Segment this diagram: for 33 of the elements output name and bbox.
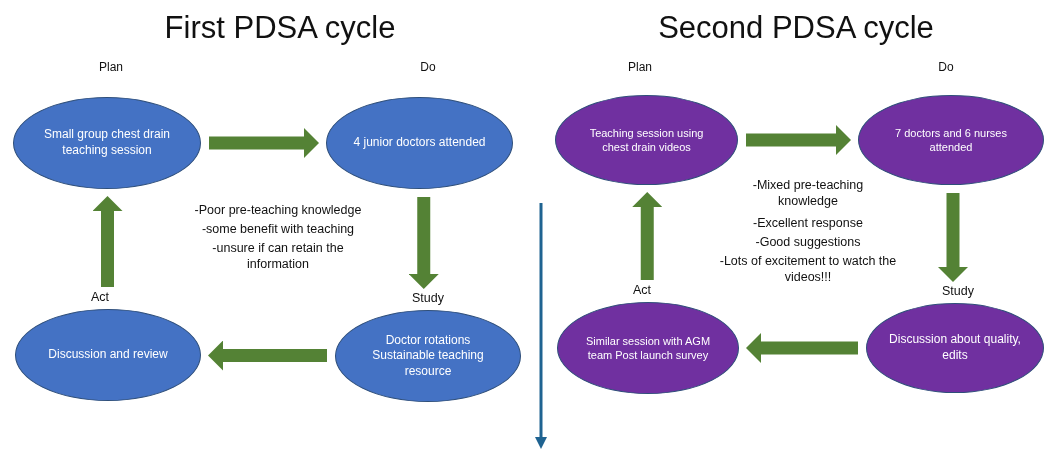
label-text: Act <box>89 289 111 306</box>
label-text: Do <box>937 60 955 76</box>
node-text: 7 doctors and 6 nurses attended <box>894 125 1008 155</box>
node-text: Teaching session using chest drain videos <box>588 125 705 155</box>
node-text: Discussion and review <box>48 347 168 363</box>
block-arrow <box>209 128 319 158</box>
label-text: -unsure if can retain the information <box>211 240 345 273</box>
label-text: Plan <box>627 60 653 76</box>
node-text: Similar session with AGM team Post launch survey <box>584 333 712 363</box>
label-text: -Excellent response <box>752 215 864 232</box>
label-text: -Good suggestions <box>754 234 862 251</box>
node-text: 4 junior doctors attended <box>353 135 486 151</box>
block-arrow <box>92 196 123 287</box>
label-text: Study <box>941 283 975 300</box>
block-arrow <box>208 340 327 371</box>
heading: Second PDSA cycle <box>657 9 935 47</box>
label-text: -some benefit with teaching <box>200 221 356 238</box>
label-text: Do <box>419 60 437 76</box>
label-text: Plan <box>98 60 124 76</box>
node-text: Doctor rotations Sustainable teaching resource <box>371 332 485 380</box>
block-arrow <box>408 197 439 289</box>
block-arrow <box>938 193 968 282</box>
heading: First PDSA cycle <box>163 9 397 47</box>
node-text: Discussion about quality, edits <box>889 332 1021 364</box>
block-arrow <box>746 333 858 363</box>
label-text: -Poor pre-teaching knowledge <box>193 202 363 219</box>
block-arrow <box>632 192 663 280</box>
label-text: -Lots of excitement to watch the videos!!! <box>718 253 898 286</box>
label-text: Act <box>631 282 653 299</box>
node-text: Small group chest drain teaching session <box>42 127 172 159</box>
label-text: -Mixed pre-teaching knowledge <box>751 177 865 210</box>
block-arrow <box>746 125 851 155</box>
label-text: Study <box>411 290 445 307</box>
